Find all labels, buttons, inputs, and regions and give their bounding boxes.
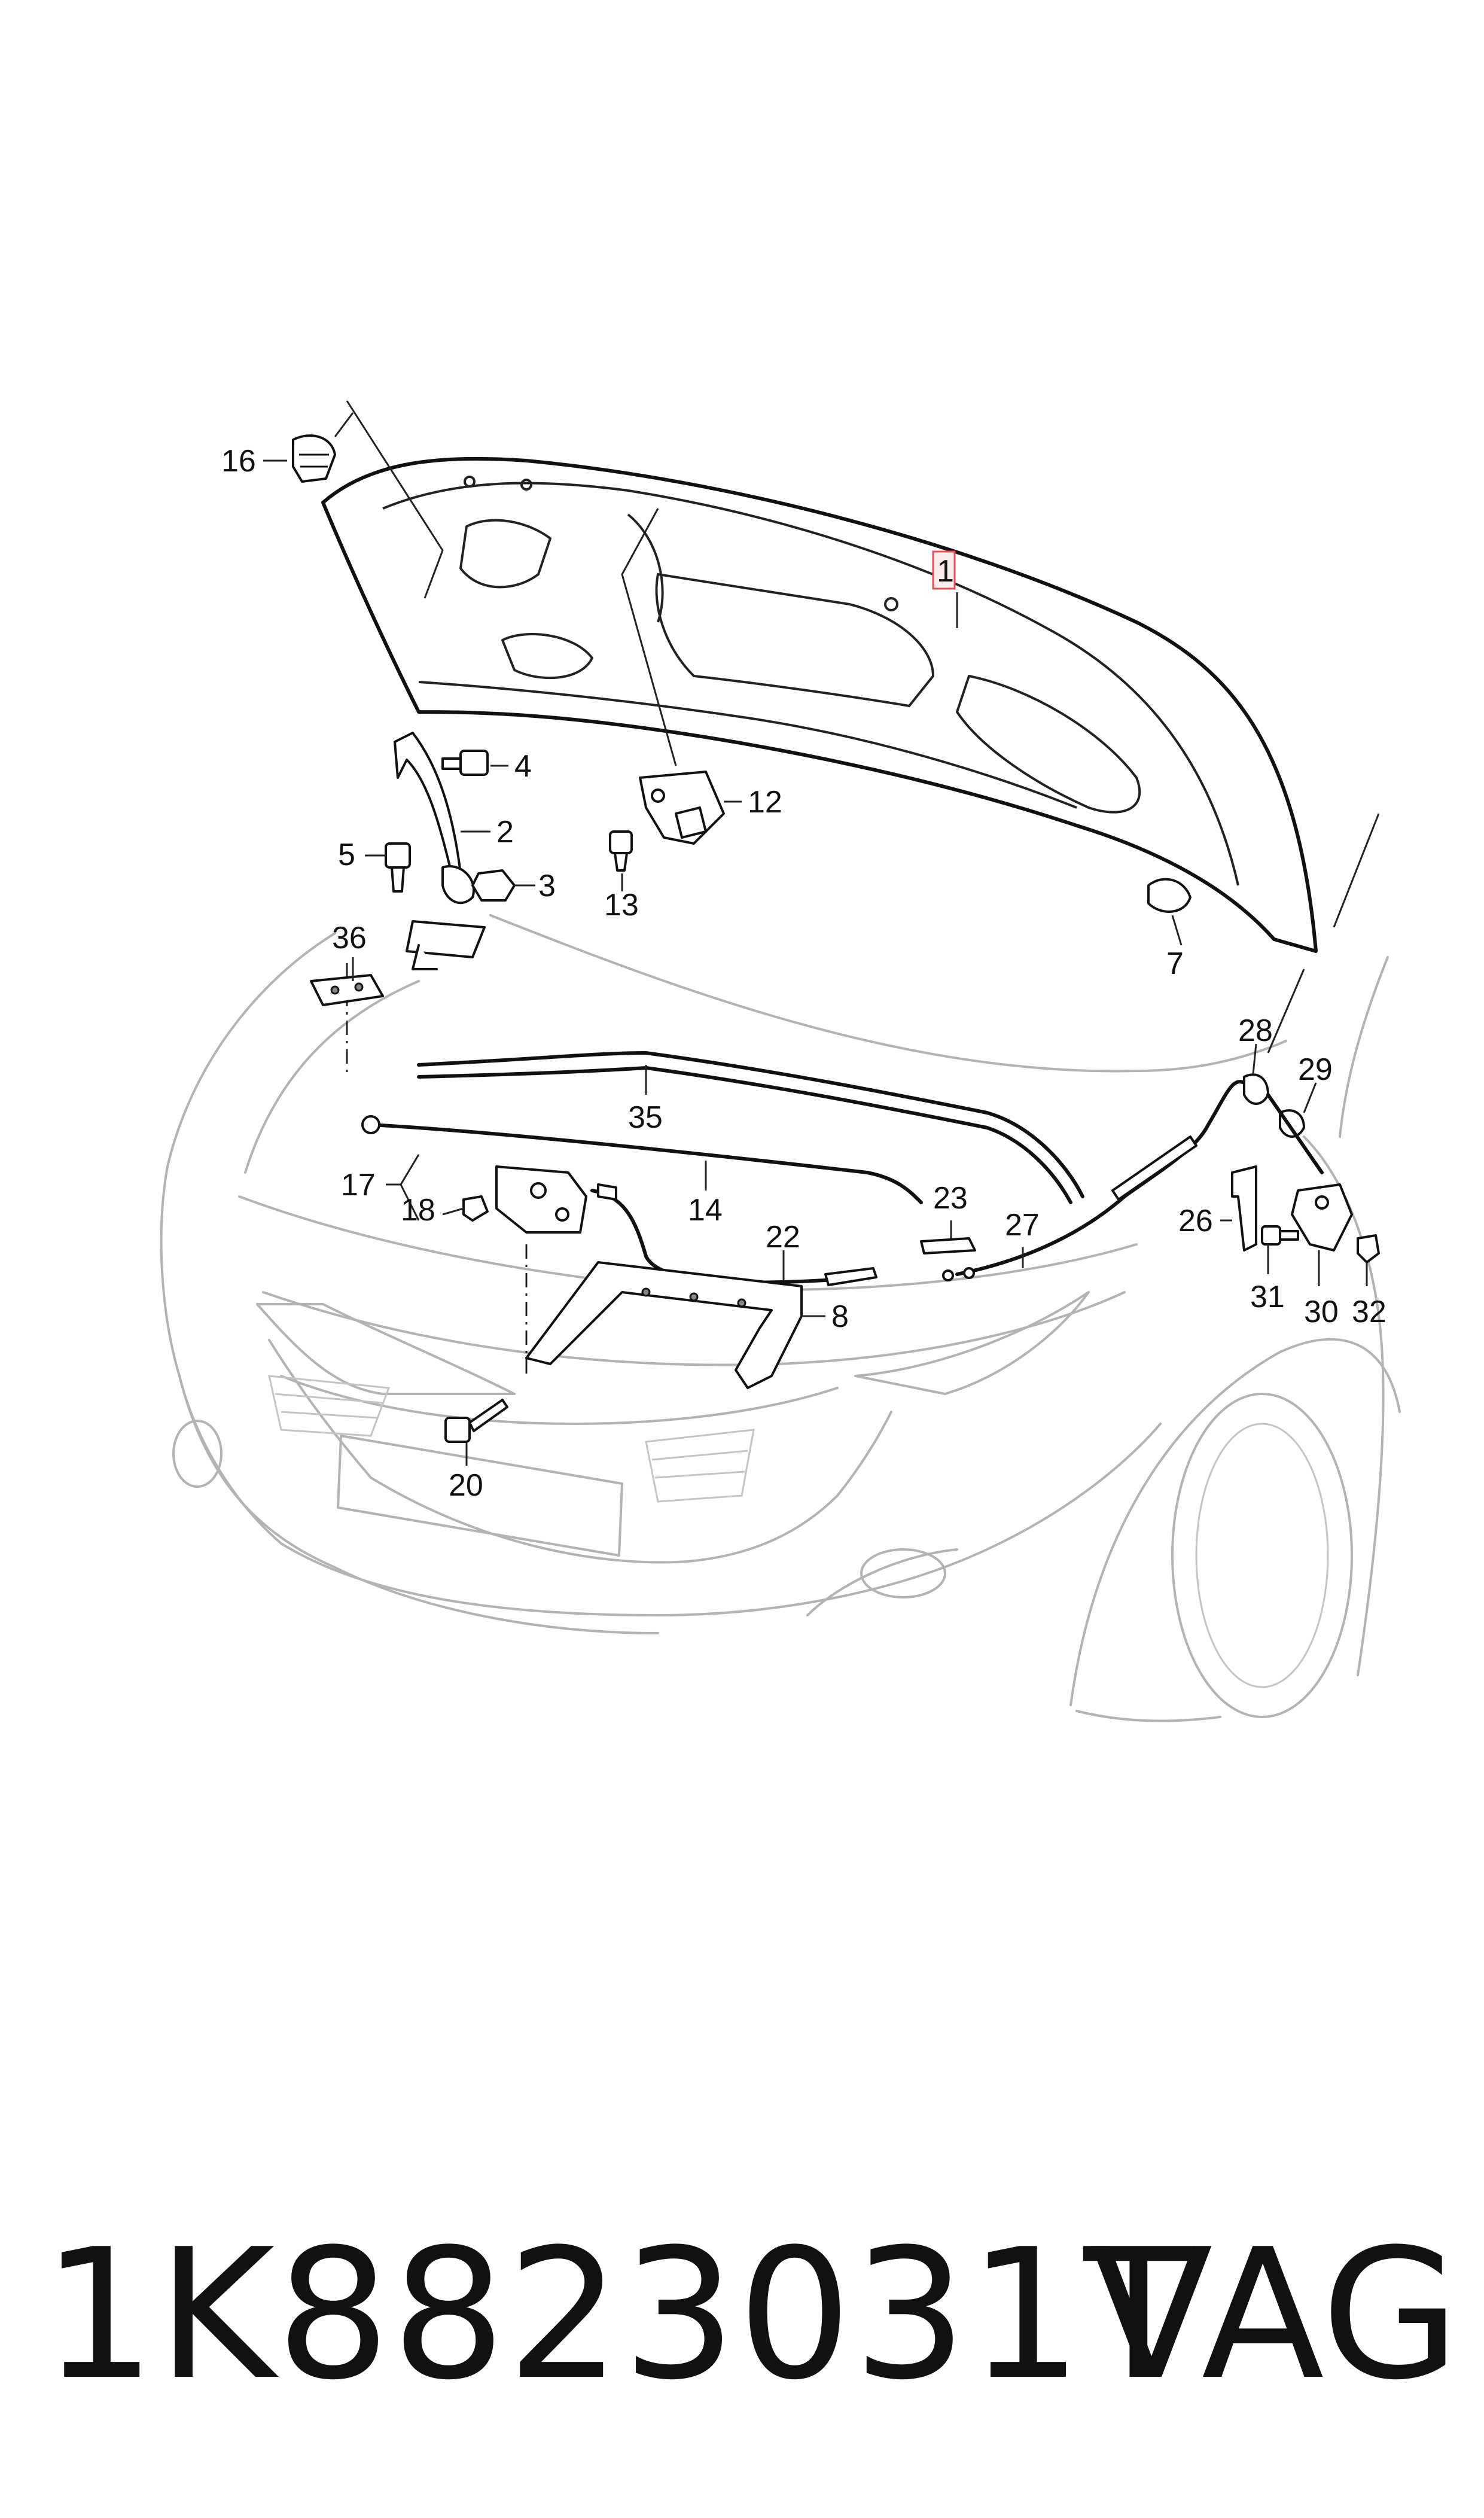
callout-20: 20 bbox=[449, 1468, 483, 1503]
callout-26: 26 bbox=[1178, 1204, 1213, 1238]
catch-36-part bbox=[310, 974, 384, 1006]
release-handle-part bbox=[1231, 1165, 1257, 1252]
bolt-4-part bbox=[441, 750, 489, 776]
callout-1: 1 bbox=[937, 554, 954, 589]
callout-7: 7 bbox=[1166, 946, 1184, 981]
honeycomb-left bbox=[268, 1375, 391, 1437]
hood-break-lines bbox=[346, 400, 1380, 1376]
bolt-31-part bbox=[1261, 1225, 1299, 1246]
part-number: 1K8823031T bbox=[42, 2211, 1194, 2419]
callout-1-highlight bbox=[932, 550, 956, 590]
honeycomb-right bbox=[645, 1429, 755, 1503]
bolt-13-part bbox=[609, 830, 633, 872]
release-cable-part bbox=[361, 1115, 923, 1204]
nut-3-part bbox=[471, 869, 516, 902]
striker-part bbox=[639, 771, 725, 845]
fog-lamp-left bbox=[172, 1420, 223, 1488]
callout-35: 35 bbox=[628, 1100, 663, 1135]
callout-30: 30 bbox=[1304, 1295, 1339, 1329]
callout-27: 27 bbox=[1005, 1208, 1040, 1243]
hinge-part bbox=[394, 732, 486, 970]
bump-stop-part bbox=[292, 412, 354, 483]
callout-18: 18 bbox=[401, 1193, 435, 1228]
lock-carrier-part bbox=[525, 1261, 803, 1389]
brand-label: VAG bbox=[1090, 2211, 1460, 2419]
seal-strip-part bbox=[417, 1051, 1084, 1204]
callout-36: 36 bbox=[332, 921, 367, 955]
callout-5: 5 bbox=[338, 838, 355, 872]
hood-parts-diagram: 1 2 3 4 5 7 8 12 13 14 16 17 18 20 22 23… bbox=[160, 400, 1401, 1722]
callout-4: 4 bbox=[514, 749, 532, 784]
callout-16: 16 bbox=[221, 444, 256, 479]
grommet-part bbox=[1243, 1073, 1324, 1174]
callout-32: 32 bbox=[1352, 1295, 1387, 1329]
callout-17: 17 bbox=[341, 1168, 376, 1202]
callout-29: 29 bbox=[1298, 1052, 1333, 1087]
licence-plate bbox=[337, 1435, 623, 1557]
bracket-30-part bbox=[1291, 1183, 1353, 1252]
callout-28: 28 bbox=[1238, 1013, 1273, 1048]
callout-31: 31 bbox=[1250, 1280, 1285, 1314]
buffer-7-part bbox=[1147, 878, 1192, 913]
callout-8: 8 bbox=[831, 1299, 849, 1334]
bolt-20-part bbox=[444, 1399, 508, 1443]
callout-3: 3 bbox=[538, 869, 556, 903]
car-body-outline bbox=[160, 914, 1401, 1722]
bolt-5-part bbox=[385, 842, 411, 893]
callout-23: 23 bbox=[933, 1181, 968, 1216]
callout-12: 12 bbox=[748, 785, 782, 820]
callouts: 1 2 3 4 5 7 8 12 13 14 16 17 18 20 22 23… bbox=[221, 444, 1387, 1503]
leader-lines bbox=[263, 459, 1368, 1466]
hood-panel bbox=[321, 456, 1318, 953]
callout-13: 13 bbox=[604, 888, 639, 922]
callout-14: 14 bbox=[688, 1193, 723, 1228]
cable-27-part bbox=[824, 1080, 1246, 1286]
clip-32-part bbox=[1357, 1234, 1380, 1263]
callout-2: 2 bbox=[496, 815, 514, 850]
fog-lamp-right bbox=[860, 1548, 946, 1599]
callout-22: 22 bbox=[766, 1220, 800, 1255]
footer: 1K8823031T VAG bbox=[0, 2213, 1484, 2429]
